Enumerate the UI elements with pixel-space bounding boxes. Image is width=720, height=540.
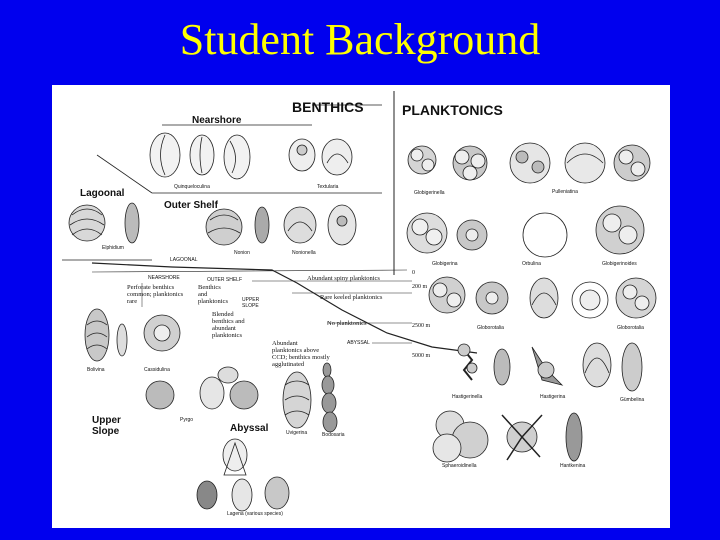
cassidulina-drawing bbox=[144, 315, 180, 409]
slide-title: Student Background bbox=[0, 14, 720, 65]
benthics-header: BENTHICS bbox=[292, 99, 364, 115]
planktonic-tests-row3 bbox=[429, 277, 656, 318]
caption-uvigerina: Uvigerina bbox=[286, 430, 307, 436]
caption-hastigerina: Hastigerina bbox=[540, 394, 565, 400]
profile-abyssal: ABYSSAL bbox=[347, 340, 370, 346]
caption-textularia: Textularia bbox=[317, 184, 338, 190]
note-no-planktonics: No planktonics bbox=[327, 320, 367, 327]
elphidium-drawing bbox=[69, 203, 139, 243]
zone-outer-shelf: Outer Shelf bbox=[164, 200, 218, 211]
depth-0: 0 bbox=[412, 270, 415, 276]
caption-gumbelina: Gümbelina bbox=[620, 397, 644, 403]
profile-nearshore: NEARSHORE bbox=[148, 275, 180, 281]
zone-abyssal: Abyssal bbox=[230, 423, 268, 434]
caption-globigerinoides: Globigerinoides bbox=[602, 261, 637, 267]
caption-quinqueloculina: Quinqueloculina bbox=[174, 184, 210, 190]
caption-globigerinella: Globigerinella bbox=[414, 190, 445, 196]
note-keeled-planktonics: Rare keeled planktonics bbox=[320, 294, 382, 301]
caption-nonionella: Nonionella bbox=[292, 250, 316, 256]
caption-pyrgo: Pyrgo bbox=[180, 417, 193, 423]
zone-lagoonal: Lagoonal bbox=[80, 188, 124, 199]
depth-200: 200 m bbox=[412, 284, 427, 290]
depth-2500: 2500 m bbox=[412, 323, 430, 329]
planktonic-tests-row1 bbox=[408, 143, 650, 183]
caption-cassidulina: Cassidulina bbox=[144, 367, 170, 373]
planktonic-tests-row2 bbox=[407, 206, 644, 257]
figure-drawing bbox=[52, 85, 670, 528]
caption-globorotalia: Globorotalia bbox=[617, 325, 644, 331]
lagena-drawing bbox=[197, 439, 289, 511]
zone-upper-slope: Upper Slope bbox=[92, 415, 121, 437]
caption-sphaeroidinella: Sphaeroidinella bbox=[442, 463, 476, 469]
caption-orbulina: Orbulina bbox=[522, 261, 541, 267]
note-nearshore: Perforate benthics common; planktonics r… bbox=[127, 284, 183, 305]
zone-nearshore: Nearshore bbox=[192, 115, 241, 126]
profile-lagoonal: LAGOONAL bbox=[170, 257, 198, 263]
profile-upper-slope: UPPER SLOPE bbox=[242, 297, 259, 309]
planktonics-header: PLANKTONICS bbox=[402, 102, 503, 118]
caption-bodosaria: Bodosaria bbox=[322, 432, 345, 438]
bodosaria-drawing bbox=[322, 363, 337, 432]
planktonic-tests-row5 bbox=[433, 411, 582, 462]
pyrgo-drawing bbox=[200, 367, 258, 409]
nonion-drawing bbox=[206, 207, 269, 245]
caption-lagena: Lagena (various species) bbox=[227, 511, 283, 517]
bolivina-drawing bbox=[85, 309, 127, 361]
quinqueloculina-drawing bbox=[150, 133, 250, 179]
caption-globigerina: Globigerina bbox=[432, 261, 458, 267]
caption-elphidium: Elphidium bbox=[102, 245, 124, 251]
planktonic-tests-row4 bbox=[458, 343, 642, 391]
caption-hastigerinella: Hastigerinella bbox=[452, 394, 482, 400]
caption-nonion: Nonion bbox=[234, 250, 250, 256]
caption-bolivina: Bolivina bbox=[87, 367, 105, 373]
uvigerina-drawing bbox=[283, 372, 311, 428]
textularia-drawing bbox=[289, 139, 352, 175]
caption-hantkenina: Hantkenina bbox=[560, 463, 585, 469]
caption-pulleniatina: Pulleniatina bbox=[552, 189, 578, 195]
nonionella-drawing bbox=[284, 205, 356, 245]
note-abyssal: Abundant planktonics above CCD; benthics… bbox=[272, 340, 330, 368]
depth-5000: 5000 m bbox=[412, 353, 430, 359]
sea-surface bbox=[92, 270, 407, 272]
profile-outer-shelf: OUTER SHELF bbox=[207, 277, 242, 283]
note-outer-shelf: Benthics and planktonics bbox=[198, 284, 228, 305]
foraminifera-figure: BENTHICS PLANKTONICS Nearshore Lagoonal … bbox=[52, 85, 670, 528]
note-upper-slope: Blended benthics and abundant planktonic… bbox=[212, 311, 245, 339]
caption-globorotalia-mid: Globorotalia bbox=[477, 325, 504, 331]
note-spiny-planktonics: Abundant spiny planktonics bbox=[307, 275, 380, 282]
